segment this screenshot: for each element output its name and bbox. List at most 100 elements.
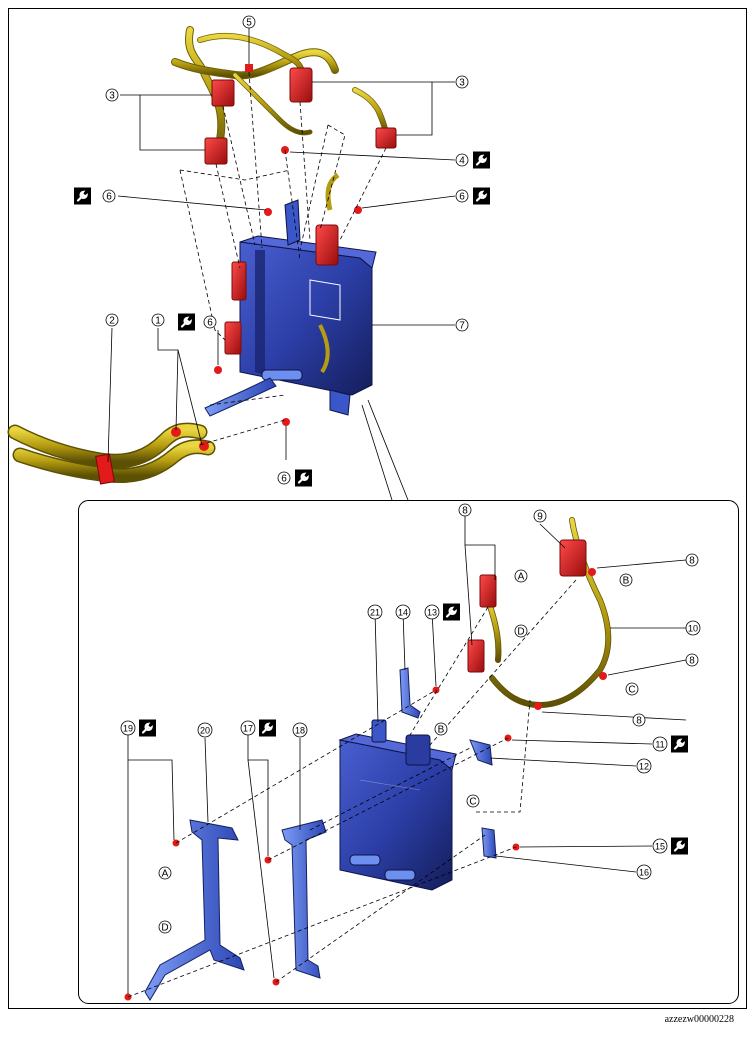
- bracket-12: [469, 739, 493, 766]
- svg-text:17: 17: [243, 724, 253, 734]
- callout-6a: 6: [72, 186, 116, 206]
- zoom-line-left: [361, 404, 393, 501]
- svg-text:8: 8: [689, 656, 695, 667]
- connector-detail-a: [479, 574, 497, 608]
- callout-11: 11: [652, 734, 690, 754]
- svg-text:16: 16: [639, 868, 649, 878]
- svg-text:6: 6: [459, 192, 465, 203]
- bolt-19b: [124, 993, 132, 1001]
- callout-18: 18: [292, 722, 308, 738]
- bracket-14: [399, 667, 421, 719]
- svg-text:12: 12: [639, 762, 649, 772]
- callout-16: 16: [636, 864, 652, 880]
- svg-text:B: B: [623, 576, 630, 587]
- leader-lines-top: [107, 28, 456, 463]
- svg-text:C: C: [628, 685, 635, 696]
- svg-text:6: 6: [106, 192, 112, 203]
- ref-d-detail-2: D: [158, 920, 172, 934]
- svg-text:18: 18: [295, 726, 305, 736]
- svg-text:19: 19: [123, 724, 133, 734]
- bracket-16: [481, 827, 497, 859]
- svg-text:2: 2: [109, 316, 115, 327]
- callout-5: 5: [242, 15, 256, 29]
- svg-text:6: 6: [207, 318, 213, 329]
- callouts-detail: 8 9 8 10 8 8 21 14 13 11 12 15 16 19 20 …: [120, 503, 701, 880]
- ref-c-detail-2: C: [466, 794, 480, 808]
- svg-text:4: 4: [459, 156, 465, 167]
- ref-d-detail-1: D: [514, 624, 528, 638]
- detail-assembly: A B D C B C A D 8 9 8 10 8 8 21 14 13 11…: [120, 503, 701, 1001]
- svg-text:8: 8: [689, 556, 695, 567]
- connector-top-1: [211, 79, 235, 107]
- callout-17: 17: [240, 718, 278, 738]
- svg-text:8: 8: [462, 506, 468, 517]
- callout-2: 2: [105, 313, 119, 327]
- top-assembly: 5 3 3 4 6 6 7 2 1 6 6: [7, 15, 492, 501]
- svg-text:D: D: [161, 923, 168, 934]
- connector-top-3: [289, 67, 313, 103]
- control-module-7: [224, 172, 377, 416]
- svg-text:B: B: [438, 725, 445, 736]
- svg-text:9: 9: [537, 512, 543, 523]
- callout-3a: 3: [105, 88, 119, 102]
- callout-6c: 6: [176, 312, 217, 332]
- callout-8c: 8: [685, 653, 699, 667]
- svg-text:20: 20: [200, 726, 210, 736]
- callout-3b: 3: [455, 75, 469, 89]
- harness-10: [485, 517, 612, 709]
- outer-frame: [8, 8, 747, 1009]
- detail-inset-frame: [78, 500, 739, 1004]
- svg-text:D: D: [517, 627, 524, 638]
- figure-code: azzezw00000228: [664, 1014, 734, 1025]
- callout-4: 4: [455, 150, 492, 170]
- callout-20: 20: [197, 722, 213, 738]
- svg-text:15: 15: [655, 842, 665, 852]
- callouts-top: 5 3 3 4 6 6 7 2 1 6 6: [72, 15, 492, 488]
- bolt-6c: [214, 366, 222, 374]
- callout-1: 1: [151, 313, 165, 327]
- bolt-6a: [264, 208, 272, 216]
- bracket-18: [281, 819, 327, 979]
- bracket-top-lower: [204, 377, 277, 417]
- svg-text:1: 1: [155, 316, 161, 327]
- connector-top-4: [375, 127, 397, 149]
- callout-19: 19: [120, 718, 158, 738]
- svg-text:C: C: [469, 797, 476, 808]
- callout-6b: 6: [455, 186, 492, 206]
- connector-9: [559, 539, 587, 577]
- callout-8a: 8: [458, 503, 472, 517]
- clip-8d: [534, 702, 542, 710]
- svg-text:21: 21: [370, 608, 380, 618]
- callout-13: 13: [424, 602, 462, 622]
- callout-7: 7: [455, 318, 469, 332]
- callout-12: 12: [636, 758, 652, 774]
- ref-b-detail-2: B: [434, 722, 448, 736]
- svg-text:7: 7: [459, 321, 465, 332]
- zoom-line-right: [367, 399, 409, 501]
- connector-top-2: [204, 137, 228, 165]
- reference-marks: A B D C B C A D: [158, 569, 639, 934]
- leader-lines-detail: [127, 516, 687, 994]
- bracket-20: [144, 819, 245, 1001]
- callout-10: 10: [685, 620, 701, 636]
- svg-text:13: 13: [427, 608, 437, 618]
- callout-21: 21: [367, 604, 383, 620]
- callout-14: 14: [395, 604, 411, 620]
- control-module-21: [338, 719, 457, 891]
- clip-5: [245, 64, 253, 72]
- clip-1a: [171, 427, 181, 437]
- svg-text:A: A: [162, 869, 169, 880]
- ref-a-detail-1: A: [514, 569, 528, 583]
- svg-text:6: 6: [281, 474, 287, 485]
- svg-text:11: 11: [655, 740, 664, 750]
- svg-text:3: 3: [109, 91, 115, 102]
- svg-text:14: 14: [398, 608, 408, 618]
- bolt-6b: [354, 206, 362, 214]
- svg-text:10: 10: [688, 624, 698, 634]
- svg-text:5: 5: [246, 18, 252, 29]
- bolt-6d: [282, 418, 290, 426]
- svg-text:3: 3: [459, 78, 465, 89]
- callout-15: 15: [652, 836, 690, 856]
